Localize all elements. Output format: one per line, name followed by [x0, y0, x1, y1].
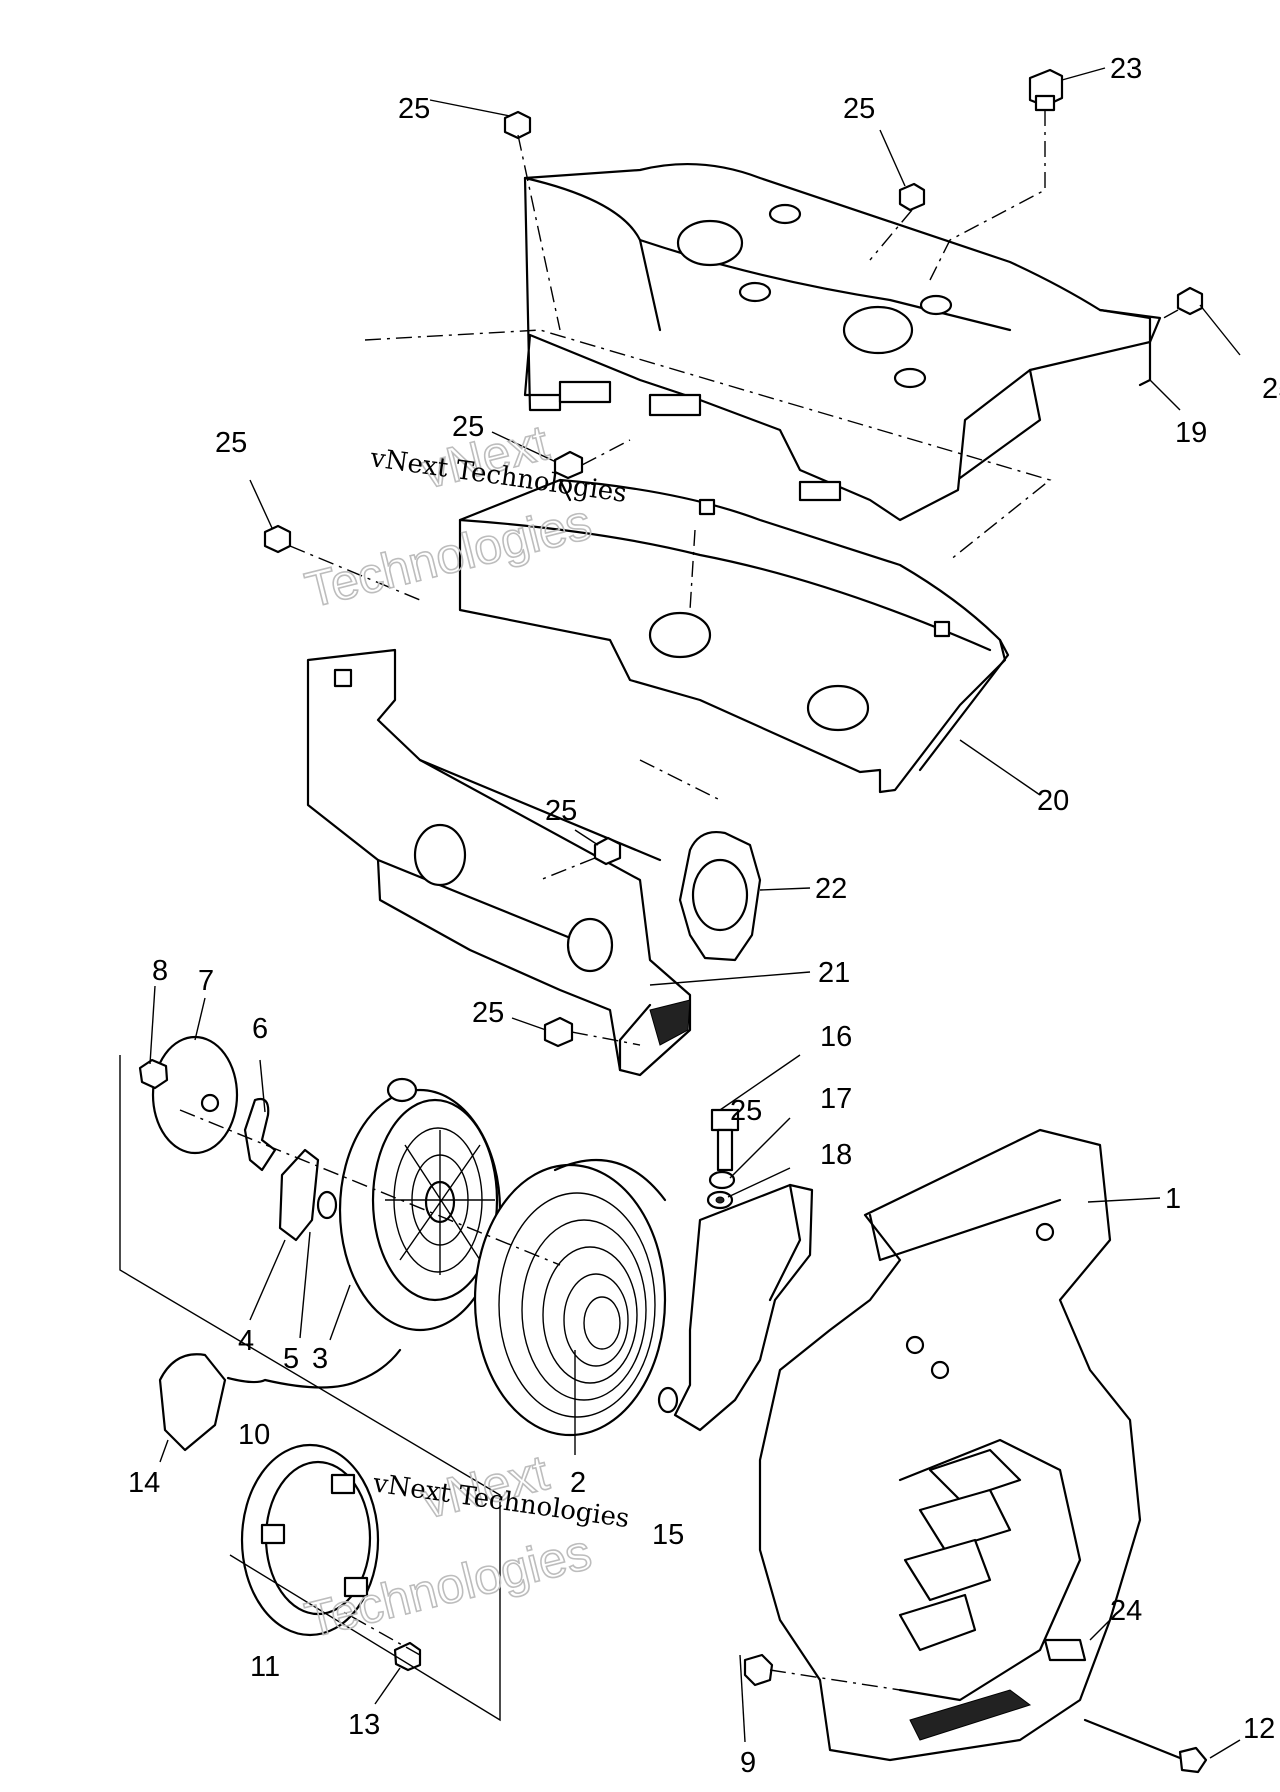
handle-and-rope [158, 1348, 402, 1452]
starter-cup [240, 1443, 380, 1637]
callout-25-c: 25 [1262, 373, 1280, 405]
callout-5: 5 [283, 1343, 299, 1375]
hardware [263, 68, 1208, 1774]
callout-25-d: 25 [215, 427, 247, 459]
callout-25-a: 25 [398, 93, 430, 125]
fan-housing [758, 1128, 1142, 1762]
callout-19: 19 [1175, 417, 1207, 449]
callout-24: 24 [1110, 1595, 1142, 1627]
callout-10: 10 [238, 1419, 270, 1451]
callout-17: 17 [820, 1083, 852, 1115]
callout-14: 14 [128, 1467, 160, 1499]
callout-20: 20 [1037, 785, 1069, 817]
callout-8: 8 [152, 955, 168, 987]
callout-23: 23 [1110, 53, 1142, 85]
callout-25-b: 25 [843, 93, 875, 125]
callout-6: 6 [252, 1013, 268, 1045]
callout-labels: 1 2 3 4 5 6 7 8 9 10 11 12 13 14 15 16 1… [128, 53, 1280, 1779]
callout-7: 7 [198, 965, 214, 997]
callout-22: 22 [815, 873, 847, 905]
callout-16: 16 [820, 1021, 852, 1053]
callout-25-e: 25 [452, 411, 484, 443]
callout-9: 9 [740, 1747, 756, 1779]
lower-shroud [306, 648, 692, 1077]
callout-2: 2 [570, 1467, 586, 1499]
callout-25-f: 25 [545, 795, 577, 827]
callout-12: 12 [1243, 1713, 1275, 1745]
middle-shroud [458, 478, 1010, 794]
callout-1: 1 [1165, 1183, 1181, 1215]
starter-assembly [138, 1035, 814, 1437]
callout-3: 3 [312, 1343, 328, 1375]
callout-4: 4 [238, 1325, 254, 1357]
callout-21: 21 [818, 957, 850, 989]
callout-18: 18 [820, 1139, 852, 1171]
gasket [678, 831, 762, 962]
callout-25-h: 25 [730, 1095, 762, 1127]
leader-lines [149, 67, 1241, 1759]
upper-shroud [523, 162, 1162, 522]
callout-13: 13 [348, 1709, 380, 1741]
alignment-lines [119, 110, 1179, 1722]
callout-25-g: 25 [472, 997, 504, 1029]
callout-11: 11 [250, 1651, 280, 1683]
callout-15: 15 [652, 1519, 684, 1551]
